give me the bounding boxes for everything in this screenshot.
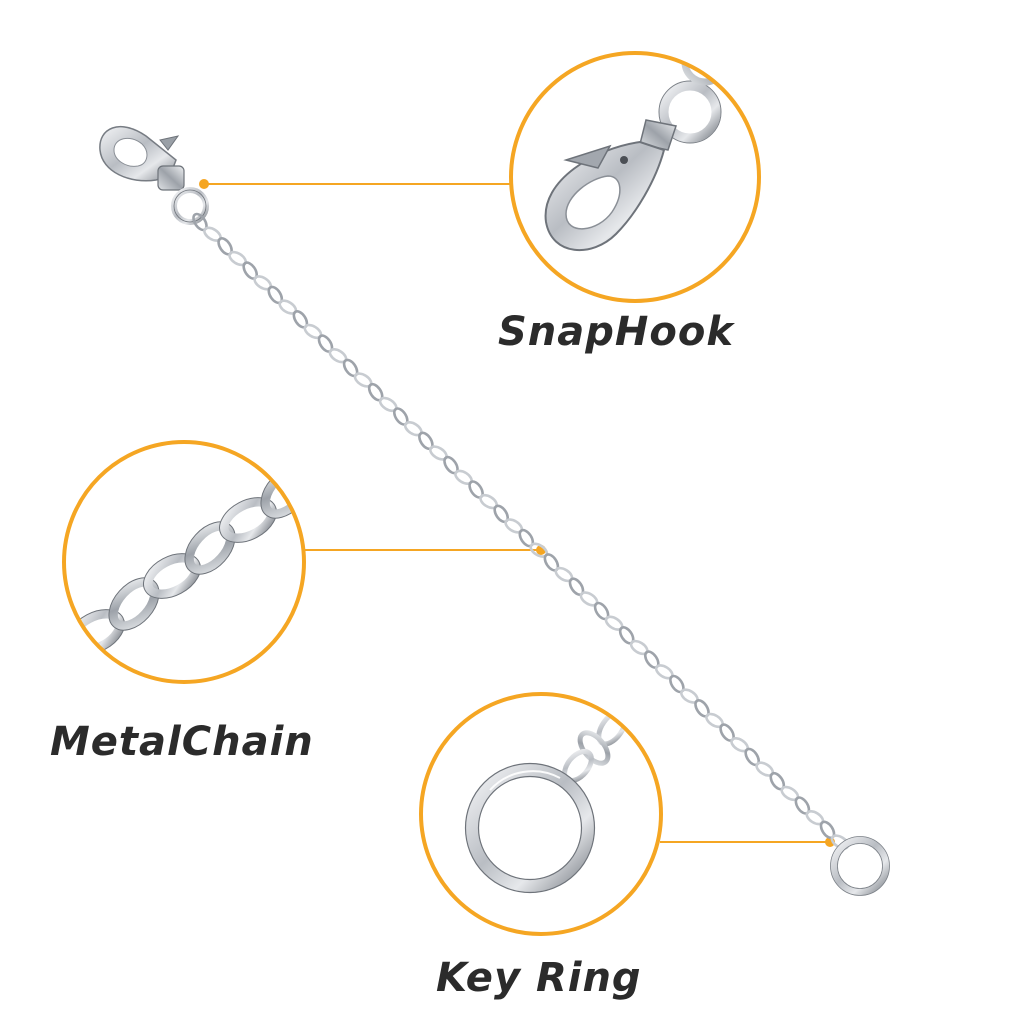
chain-link-closeup bbox=[260, 465, 304, 519]
metal-chain-icon bbox=[192, 212, 850, 850]
key-ring-icon bbox=[830, 836, 890, 896]
snaphook-detail-circle bbox=[509, 51, 761, 303]
snaphook-label: SnapHook bbox=[498, 309, 734, 355]
callout-dot-snaphook bbox=[199, 179, 209, 189]
chain-link-closeup-outline bbox=[184, 521, 236, 575]
chain-link-closeup-outline bbox=[143, 553, 201, 599]
chain-link-closeup-outline bbox=[219, 497, 277, 543]
metalchain-detail-circle bbox=[62, 440, 306, 684]
keyring-detail-circle bbox=[419, 692, 663, 936]
chain-link-closeup-outline bbox=[108, 577, 160, 631]
snap-hook-icon bbox=[99, 125, 209, 225]
metalchain-label: MetalChain bbox=[50, 719, 314, 765]
keyring-label: Key Ring bbox=[436, 955, 642, 1001]
